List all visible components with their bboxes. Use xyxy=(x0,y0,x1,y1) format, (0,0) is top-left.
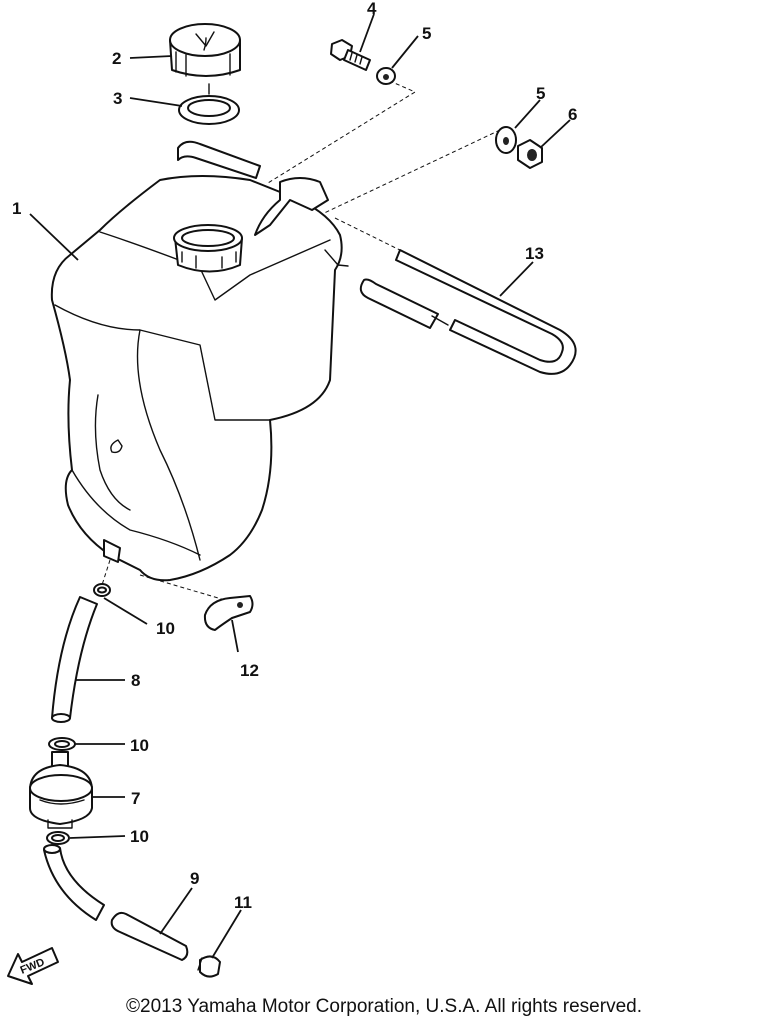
callout-10b: 10 xyxy=(130,736,149,755)
fwd-arrow-icon: FWD xyxy=(7,947,59,985)
bolt xyxy=(330,39,371,71)
leader-lines xyxy=(29,13,571,959)
hose-clip-middle xyxy=(48,737,76,751)
callout-13: 13 xyxy=(525,244,544,263)
callout-6: 6 xyxy=(568,105,577,124)
callout-9: 9 xyxy=(190,869,199,888)
oil-filter xyxy=(29,751,93,829)
callout-numbers: 1 2 3 4 5 5 6 13 10 12 8 10 7 10 9 11 xyxy=(12,0,577,912)
callout-10c: 10 xyxy=(130,827,149,846)
cap-gasket xyxy=(178,83,240,125)
filter-outlet-hose xyxy=(43,844,189,961)
callout-7: 7 xyxy=(131,789,140,808)
callout-5b: 5 xyxy=(536,84,545,103)
oil-tank xyxy=(50,175,349,582)
hose-clip-upper xyxy=(93,583,111,597)
callout-1: 1 xyxy=(12,199,21,218)
clamp-bracket xyxy=(203,595,254,631)
overflow-hose xyxy=(359,249,577,375)
callout-4: 4 xyxy=(367,0,377,18)
callout-11: 11 xyxy=(234,893,252,912)
washer-lower xyxy=(495,126,517,154)
nut xyxy=(517,139,543,169)
copyright-notice: ©2013 Yamaha Motor Corporation, U.S.A. A… xyxy=(126,996,642,1017)
breather-hose-top xyxy=(177,140,261,179)
hose-clip-lower xyxy=(46,831,70,845)
callout-3: 3 xyxy=(113,89,122,108)
callout-8: 8 xyxy=(131,671,140,690)
callout-5a: 5 xyxy=(422,24,431,43)
tank-cap xyxy=(169,23,241,77)
callout-2: 2 xyxy=(112,49,121,68)
washer-upper xyxy=(376,67,396,85)
tank-outlet-hose xyxy=(51,596,98,723)
hose-clamp-clip xyxy=(197,955,221,978)
callout-10a: 10 xyxy=(156,619,175,638)
callout-12: 12 xyxy=(240,661,259,680)
